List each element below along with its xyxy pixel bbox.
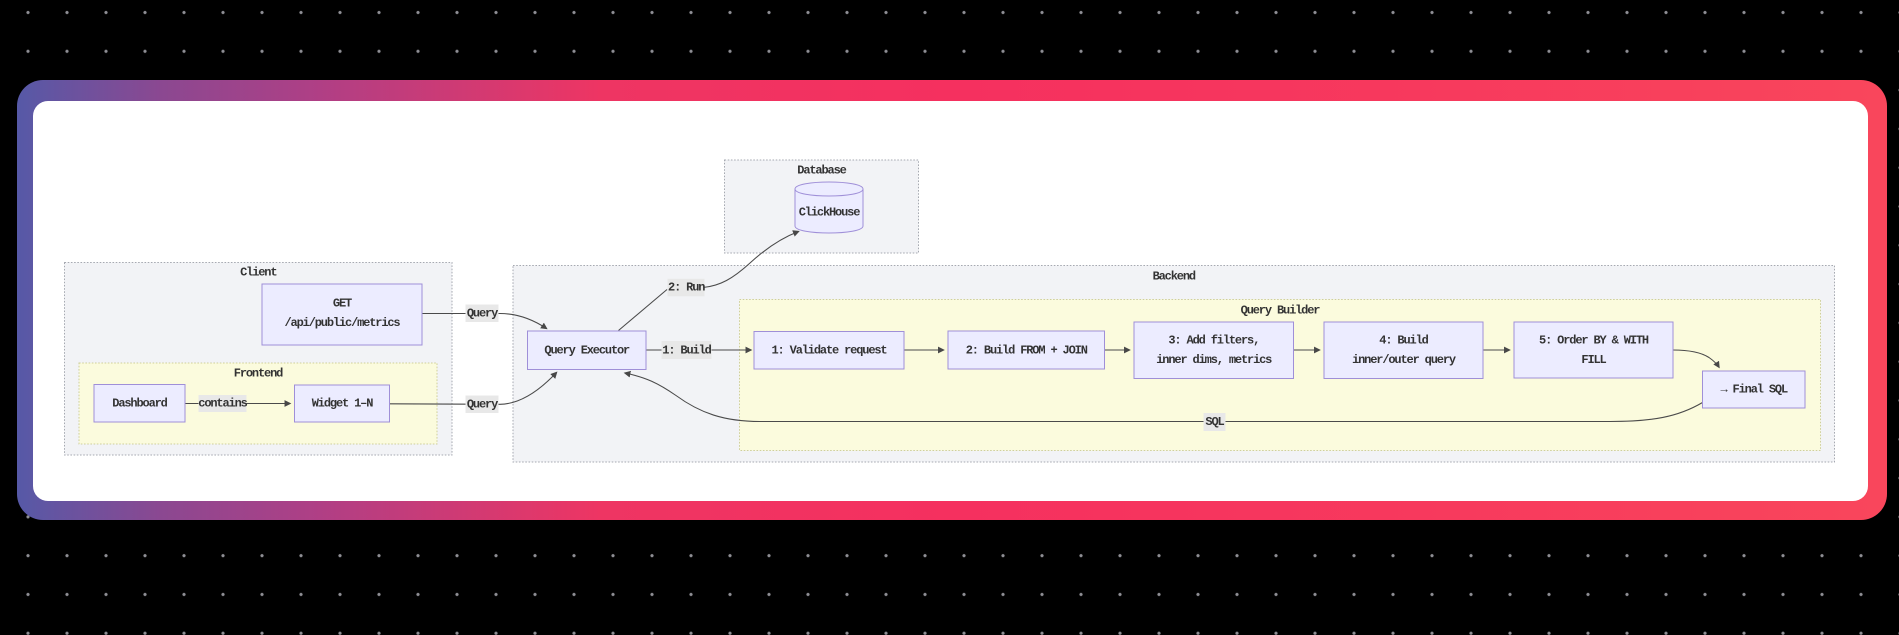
svg-text:Database: Database [797,164,846,178]
svg-text:1: Build: 1: Build [662,344,711,358]
svg-text:Frontend: Frontend [234,367,283,381]
svg-text:Client: Client [240,266,277,280]
svg-text:FILL: FILL [1581,353,1606,367]
svg-text:→ Final SQL: → Final SQL [1720,383,1788,397]
svg-text:ClickHouse: ClickHouse [799,206,860,220]
svg-text:Query Executor: Query Executor [544,344,630,358]
svg-text:GET: GET [333,296,352,310]
svg-text:Query: Query [467,398,498,412]
svg-text:Query: Query [467,307,498,321]
svg-text:Query Builder: Query Builder [1241,304,1321,318]
svg-text:contains: contains [198,397,247,411]
svg-text:3: Add filters,: 3: Add filters, [1168,334,1259,348]
svg-text:1: Validate request: 1: Validate request [772,344,888,358]
svg-text:inner/outer query: inner/outer query [1352,353,1456,367]
svg-text:/api/public/metrics: /api/public/metrics [285,316,401,330]
svg-text:2: Build FROM + JOIN: 2: Build FROM + JOIN [966,344,1088,358]
svg-text:5: Order BY & WITH: 5: Order BY & WITH [1539,334,1649,348]
svg-text:SQL: SQL [1205,415,1224,429]
svg-text:inner dims, metrics: inner dims, metrics [1156,353,1272,367]
svg-text:Widget 1–N: Widget 1–N [312,397,373,411]
svg-text:Dashboard: Dashboard [112,397,167,411]
svg-text:Backend: Backend [1153,270,1196,284]
svg-text:2: Run: 2: Run [668,281,705,295]
svg-text:4: Build: 4: Build [1379,334,1428,348]
